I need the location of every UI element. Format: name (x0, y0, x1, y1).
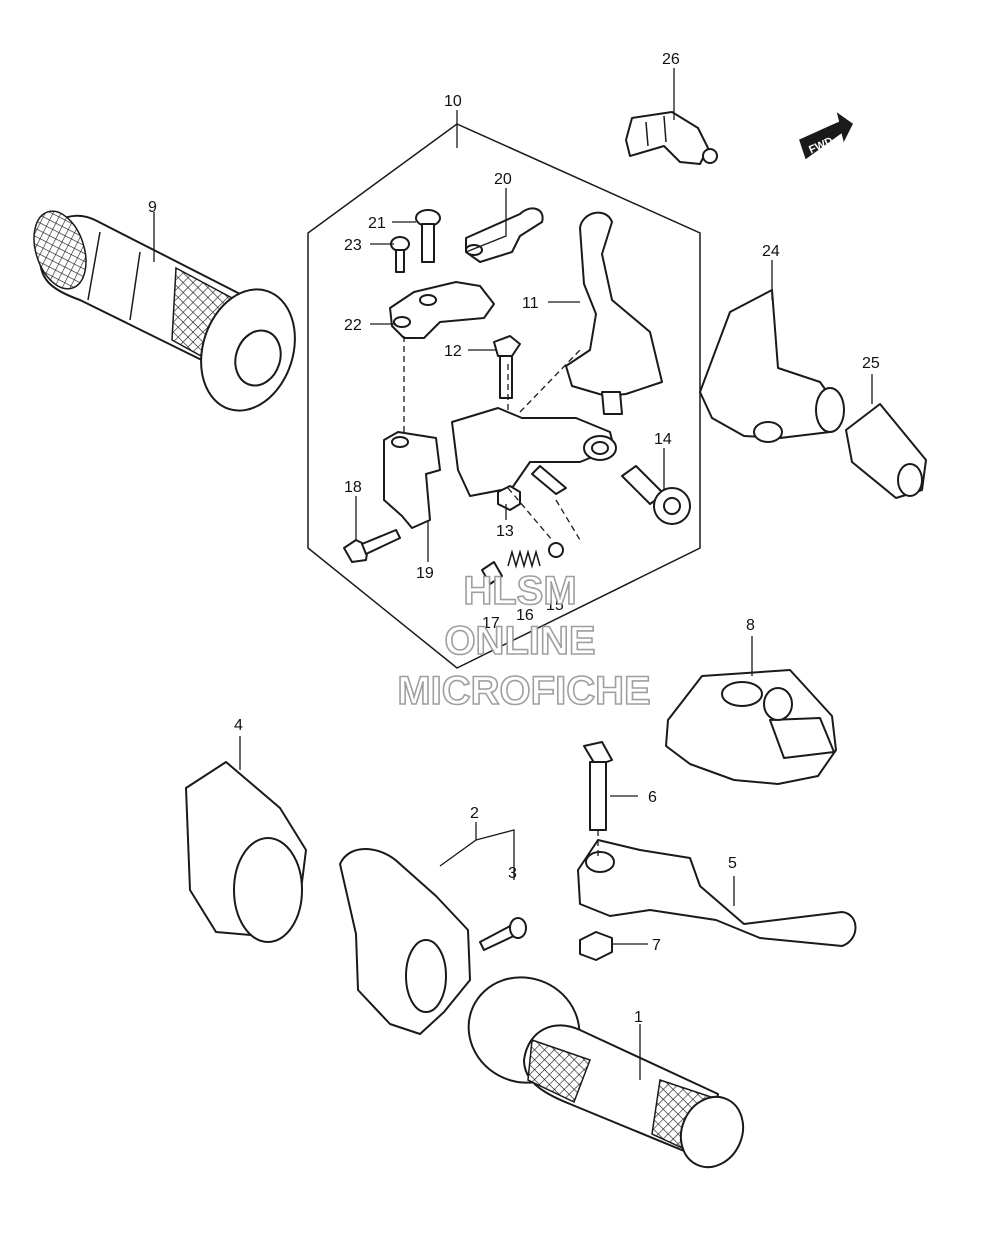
callout-4: 4 (234, 717, 243, 734)
callout-14: 14 (654, 431, 672, 448)
callout-22: 22 (344, 317, 362, 334)
clamp-19-part (383, 431, 441, 529)
ball-15 (548, 542, 564, 558)
brake-lever-part (577, 839, 857, 947)
nut-13-part (497, 485, 521, 511)
callout-25: 25 (862, 355, 880, 372)
pivot-bolt-6-part (583, 741, 613, 831)
callout-19: 19 (416, 565, 434, 582)
callout-21: 21 (368, 215, 386, 232)
hot-start-lever-part (465, 207, 544, 263)
watermark-line-3: MICROFICHE (397, 669, 650, 713)
bolt-12-part (493, 335, 521, 399)
callout-7: 7 (652, 937, 661, 954)
nut-7-part (579, 931, 613, 961)
clutch-lever-part (565, 211, 663, 415)
lever-guard-part (699, 289, 845, 443)
spring-16 (507, 549, 541, 569)
callout-16: 16 (516, 607, 534, 624)
holder-bracket-part (389, 281, 495, 339)
adjuster-nut-25-part (845, 403, 927, 499)
callout-6: 6 (648, 789, 657, 806)
callout-15: 15 (546, 597, 564, 614)
right-grip-part (467, 976, 745, 1169)
cable-adjuster-14-part (621, 465, 691, 525)
callout-labels: 1 2 3 4 5 6 7 8 9 10 11 12 13 14 15 16 1… (148, 51, 880, 1026)
left-grip-part (33, 210, 296, 412)
assembly-outline (307, 123, 701, 669)
callout-24: 24 (762, 243, 780, 260)
screw-3-part (479, 917, 527, 951)
detent-parts (481, 542, 564, 585)
callout-11: 11 (522, 295, 539, 312)
callout-26: 26 (662, 51, 680, 68)
callout-3: 3 (508, 865, 517, 882)
cable-adjuster-part (625, 111, 718, 165)
leader-lines (153, 68, 873, 1080)
assembly-lines (403, 336, 599, 860)
switch-cover-part (665, 669, 837, 785)
watermark-line-1: HLSM (463, 569, 576, 613)
bolt-18-part (343, 529, 401, 563)
callout-13: 13 (496, 523, 514, 540)
callout-23: 23 (344, 237, 362, 254)
callout-2: 2 (470, 805, 479, 822)
callout-9: 9 (148, 199, 157, 216)
callout-18: 18 (344, 479, 362, 496)
callout-20: 20 (494, 171, 512, 188)
screw-23-part (390, 236, 410, 273)
throttle-cover-part (185, 761, 307, 943)
callout-1: 1 (634, 1009, 643, 1026)
callout-10: 10 (444, 93, 462, 110)
callout-8: 8 (746, 617, 755, 634)
throttle-housing-part (339, 848, 471, 1035)
fwd-direction-badge: FWD (799, 112, 853, 160)
callout-5: 5 (728, 855, 737, 872)
clutch-housing-part (451, 407, 617, 497)
watermark: HLSM ONLINE MICROFICHE (397, 568, 652, 714)
screw-21-part (415, 209, 441, 263)
direction-arrow-icon (799, 112, 853, 160)
callout-17: 17 (482, 615, 500, 632)
plug-17 (481, 561, 503, 585)
watermark-line-2: ONLINE (444, 619, 595, 663)
callout-12: 12 (444, 343, 462, 360)
